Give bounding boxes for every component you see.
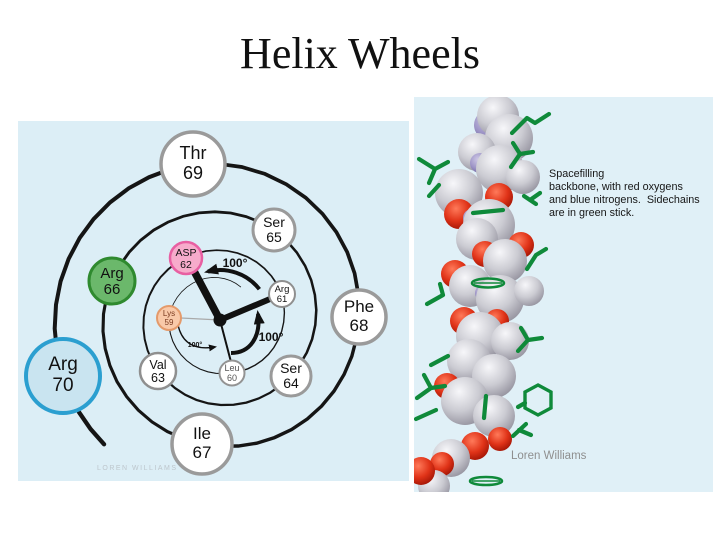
svg-text:61: 61: [277, 294, 288, 305]
svg-text:64: 64: [283, 375, 299, 391]
figure-caption: Spacefilling backbone, with red oxygens …: [549, 168, 700, 220]
svg-text:Thr: Thr: [180, 143, 207, 163]
helix-wheel-figure: 100° 100° 100° Lys 59 Leu 60 Arg 61 ASP …: [18, 121, 409, 481]
wheel-spokes: [180, 269, 272, 363]
svg-text:67: 67: [193, 443, 212, 462]
spacefill-figure: Spacefilling backbone, with red oxygens …: [414, 97, 713, 492]
phenyl-ring: [523, 383, 553, 417]
watermark-loren-williams: LOREN WILLIAMS: [97, 465, 178, 472]
svg-text:Phe: Phe: [344, 297, 374, 316]
residue-ser-65: Ser 65: [251, 207, 297, 253]
residue-arg-66: Arg 66: [87, 256, 137, 306]
backbone-spheres: [414, 97, 544, 492]
svg-text:70: 70: [52, 375, 73, 396]
svg-text:68: 68: [350, 316, 369, 335]
residue-phe-68: Phe 68: [330, 288, 388, 346]
svg-text:60: 60: [227, 373, 237, 383]
svg-text:59: 59: [165, 318, 174, 327]
rotation-arrow-right: [230, 310, 265, 355]
svg-text:Arg: Arg: [100, 265, 123, 282]
svg-text:63: 63: [151, 371, 165, 385]
sidechain-rings: [468, 277, 553, 487]
svg-text:Arg: Arg: [275, 284, 290, 295]
svg-text:Val: Val: [149, 358, 166, 372]
svg-text:66: 66: [104, 281, 121, 298]
rotation-angle-label-right: 100°: [259, 330, 284, 344]
caption-line: Spacefilling: [549, 168, 605, 180]
sidechain-sticks: [414, 111, 552, 439]
rotation-angle-label-top: 100°: [223, 256, 248, 270]
svg-text:Ser: Ser: [280, 360, 302, 376]
wheel-hub: [213, 313, 227, 327]
residue-asp-62: ASP 62: [168, 240, 204, 276]
credit-loren-williams: Loren Williams: [511, 450, 587, 462]
spacefill-molecule: [414, 97, 553, 492]
rotation-arrows: [177, 263, 265, 355]
page-title: Helix Wheels: [240, 29, 480, 78]
caption-line: backbone, with red oxygens: [549, 181, 683, 193]
svg-text:69: 69: [183, 163, 203, 183]
rotation-angle-label-inner: 100°: [188, 341, 203, 349]
svg-text:Arg: Arg: [48, 354, 78, 375]
residue-thr-69: Thr 69: [159, 130, 227, 198]
caption-line: are in green stick.: [549, 207, 635, 219]
svg-text:Lys: Lys: [163, 309, 175, 318]
helix-spiral: [52, 161, 361, 448]
svg-text:Ile: Ile: [193, 424, 211, 443]
svg-text:62: 62: [180, 259, 192, 271]
residue-leu-60: Leu 60: [218, 359, 246, 387]
residue-ile-67: Ile 67: [170, 412, 234, 476]
caption-line: and blue nitrogens. Sidechains: [549, 194, 700, 206]
residue-lys-59: Lys 59: [156, 305, 182, 331]
svg-text:Ser: Ser: [263, 214, 285, 230]
rotation-arrow-inner: [177, 324, 217, 352]
svg-text:ASP: ASP: [175, 247, 196, 259]
residue-arg-70: Arg 70: [24, 337, 102, 415]
residue-ser-64: Ser 64: [269, 354, 313, 398]
rotation-arrow-top: [204, 263, 261, 291]
svg-text:65: 65: [266, 229, 282, 245]
residue-val-63: Val 63: [138, 351, 178, 391]
helix-wheel-diagram: 100° 100° 100° Lys 59 Leu 60 Arg 61 ASP …: [24, 130, 388, 476]
residue-arg-61: Arg 61: [268, 280, 296, 308]
svg-text:Leu: Leu: [224, 363, 239, 373]
